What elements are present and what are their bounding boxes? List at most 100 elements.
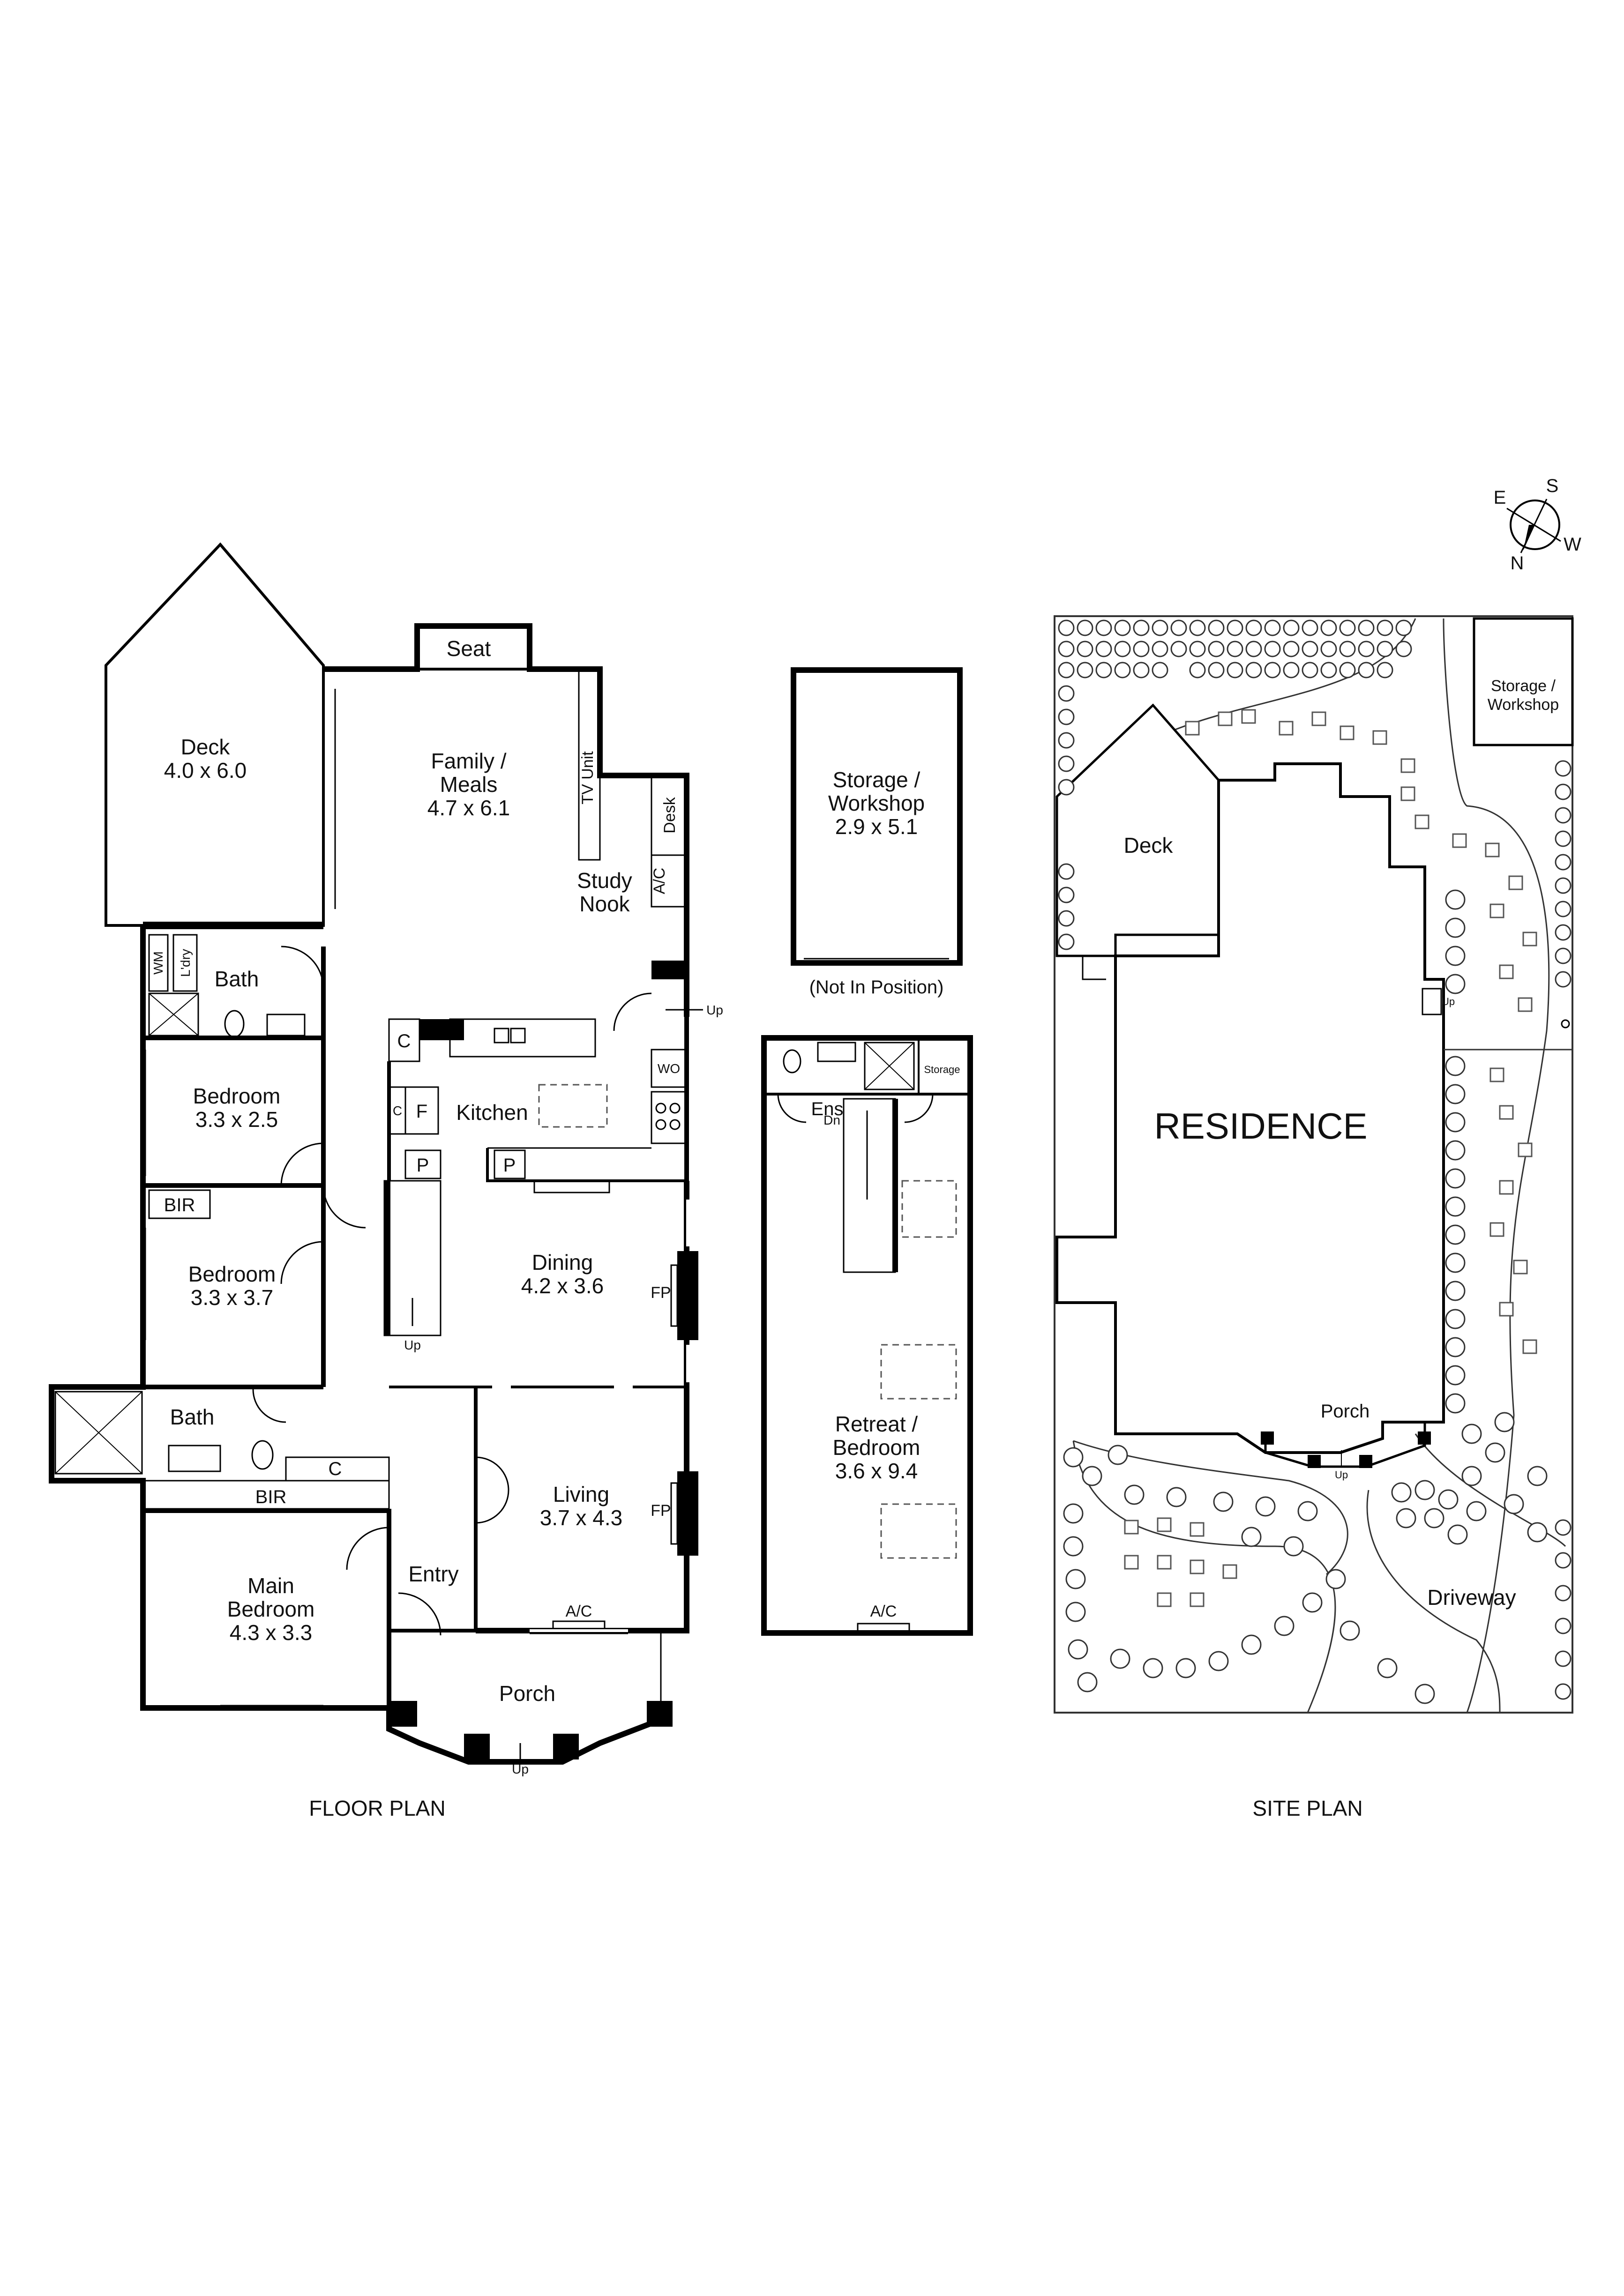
paver (1499, 1302, 1514, 1317)
paver (1522, 932, 1537, 947)
storage-label-1: Storage / (833, 768, 921, 792)
p-left-box (404, 1149, 442, 1179)
tree (1208, 1651, 1229, 1671)
tree (1058, 641, 1075, 657)
tree (1302, 1592, 1323, 1613)
site-storage-label-2: Workshop (1488, 696, 1559, 714)
upper-stair (843, 1098, 896, 1273)
tree (1227, 662, 1243, 678)
tree (1445, 1224, 1466, 1245)
tree (1414, 1480, 1435, 1500)
tree (1110, 1648, 1130, 1669)
kitchen-label: Kitchen (456, 1100, 528, 1125)
paver (1485, 842, 1500, 857)
site-side-up-label: Up (1442, 996, 1455, 1007)
entry-label: Entry (408, 1562, 458, 1586)
paver (1508, 875, 1523, 890)
floor-plan-labels: Deck 4.0 x 6.0 Seat Family / Meals 4.7 x… (151, 636, 723, 1820)
tree (1555, 901, 1572, 917)
garden-path-right (1443, 618, 1550, 1713)
storage-label-2: Workshop (828, 791, 925, 815)
west-wall (49, 925, 389, 1711)
site-deck-door (1082, 956, 1106, 980)
paver (1414, 814, 1429, 829)
tree (1058, 662, 1075, 678)
bir-top-label: BIR (164, 1195, 195, 1215)
paver (1499, 1105, 1514, 1120)
bedroom-b-size: 3.3 x 3.7 (191, 1285, 273, 1310)
tree (1555, 971, 1572, 988)
site-plan: RESIDENCE Deck Storage / Workshop Porch … (1054, 615, 1574, 1820)
main-bedroom-label-2: Bedroom (227, 1597, 315, 1621)
sink-2 (510, 1028, 526, 1044)
tree-column-left (1058, 685, 1075, 950)
paver (1157, 1517, 1172, 1532)
tree (1555, 924, 1572, 941)
c-small-label: C (393, 1103, 402, 1118)
entry-door-arc (398, 1592, 442, 1636)
tree (1339, 662, 1356, 678)
site-storage-label-1: Storage / (1491, 677, 1556, 695)
tree (1555, 854, 1572, 871)
fp-dining-label: FP (651, 1284, 671, 1302)
seat-label: Seat (447, 636, 491, 661)
tree (1114, 662, 1131, 678)
tree (1245, 619, 1262, 636)
wm-box (148, 934, 169, 992)
tree (1445, 1168, 1466, 1189)
tree (1320, 641, 1337, 657)
tree (1555, 1650, 1572, 1667)
tree (1445, 974, 1466, 994)
main-bed-door (346, 1527, 389, 1570)
tree (1445, 1281, 1466, 1301)
tree (1058, 755, 1075, 772)
tree (1227, 619, 1243, 636)
shower-x2 (149, 993, 199, 1036)
paver (1518, 997, 1533, 1012)
fp-living (677, 1471, 698, 1556)
ac-living-label: A/C (566, 1603, 592, 1620)
tub-x2 (55, 1391, 142, 1474)
ac-top-outline (651, 854, 688, 908)
site-deck-label: Deck (1124, 833, 1174, 857)
tree (1208, 619, 1225, 636)
tree (1302, 641, 1318, 657)
tree (1555, 1683, 1572, 1700)
kitchen-counter (486, 1148, 687, 1182)
tree (1555, 830, 1572, 847)
fp-dining (677, 1251, 698, 1340)
tree (1555, 783, 1572, 800)
tree (1504, 1494, 1524, 1514)
tree (1077, 619, 1093, 636)
up-stair-label: Up (404, 1338, 421, 1352)
tree (1358, 641, 1375, 657)
tree (1143, 1658, 1163, 1678)
upper-ac-box (857, 1623, 910, 1634)
tree (1396, 1508, 1416, 1528)
retreat-size: 3.6 x 9.4 (835, 1459, 918, 1483)
tree (1340, 1620, 1360, 1641)
tree (1395, 619, 1412, 636)
garden-pavers (1124, 709, 1537, 1607)
porch-post-1 (391, 1701, 417, 1727)
tree (1264, 619, 1281, 636)
upper-storage-label: Storage (924, 1064, 960, 1075)
upper-toilet (783, 1049, 801, 1073)
tree (1264, 641, 1281, 657)
lot-boundary (1054, 615, 1573, 1714)
tree (1424, 1508, 1444, 1528)
family-wall (323, 623, 689, 1017)
bedroom-b-label: Bedroom (188, 1262, 276, 1286)
ens-label: Ens (811, 1099, 844, 1119)
porch-outline (386, 1708, 662, 1765)
paver (1499, 1180, 1514, 1195)
storage-size: 2.9 x 5.1 (835, 814, 918, 839)
bir-bottom-label: BIR (255, 1487, 287, 1507)
tree (1227, 641, 1243, 657)
shower-top (148, 992, 199, 1036)
tree (1058, 933, 1075, 950)
paver (1489, 1067, 1504, 1082)
tree (1391, 1482, 1412, 1503)
site-plan-title: SITE PLAN (1252, 1796, 1362, 1820)
